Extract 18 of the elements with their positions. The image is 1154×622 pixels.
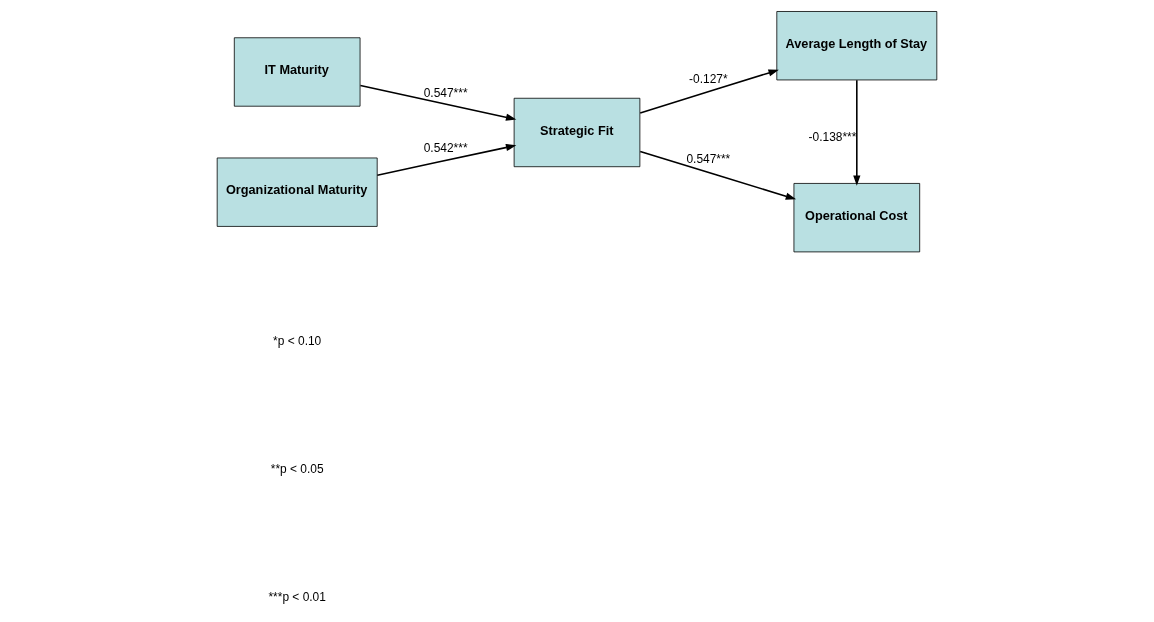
arrow: [853, 79, 861, 186]
arrow: [639, 69, 779, 114]
label: ***p < 0.01: [268, 589, 326, 604]
edge-label: 0.547***: [423, 85, 468, 100]
node-box: IT Maturity: [233, 37, 361, 107]
arrow: [639, 150, 797, 200]
node-box: Operational Cost: [793, 183, 921, 253]
edge-label: 0.547***: [686, 151, 731, 166]
edge-label: 0.542***: [423, 141, 468, 156]
node-box: Strategic Fit: [513, 97, 641, 168]
edge-label: -0.138***: [808, 130, 857, 145]
node-box: Average Length of Stay: [776, 11, 938, 81]
label: *p < 0.10: [273, 333, 322, 348]
arrow: [359, 84, 517, 121]
node-box: Organizational Maturity: [216, 157, 378, 227]
arrow: [376, 143, 517, 176]
edge-label: -0.127*: [689, 72, 728, 87]
label: **p < 0.05: [270, 461, 324, 476]
